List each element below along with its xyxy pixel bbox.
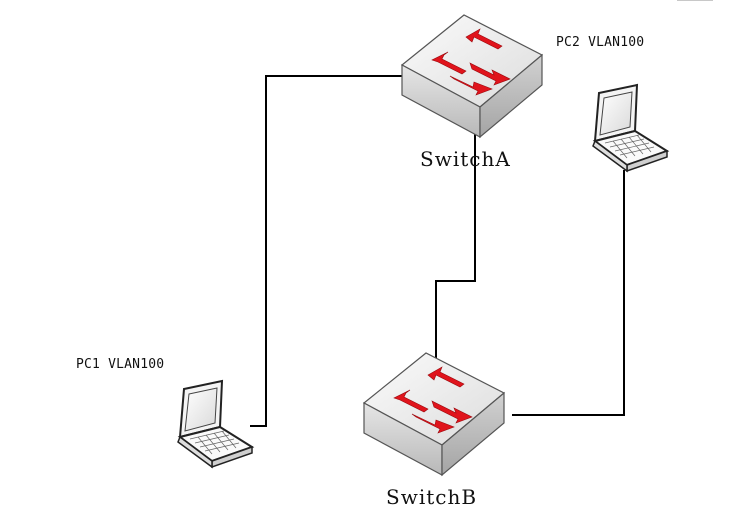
cable-pc1-switcha: [250, 75, 406, 427]
cable-lines: [250, 75, 625, 427]
switch-a-label: SwitchA: [420, 147, 511, 171]
cable-switchb-pc2: [512, 170, 625, 416]
pc2-label: PC2 VLAN100: [556, 35, 645, 50]
switch-b-icon: [363, 352, 505, 476]
pc2-laptop-icon: [592, 84, 668, 172]
pc1-label: PC1 VLAN100: [76, 357, 165, 372]
switch-b-label: SwitchB: [386, 485, 478, 509]
switch-a-icon: [401, 14, 543, 138]
pc1-laptop-icon: [177, 380, 253, 468]
cable-switcha-switchb: [435, 130, 476, 360]
corner-divider: [677, 0, 713, 1]
